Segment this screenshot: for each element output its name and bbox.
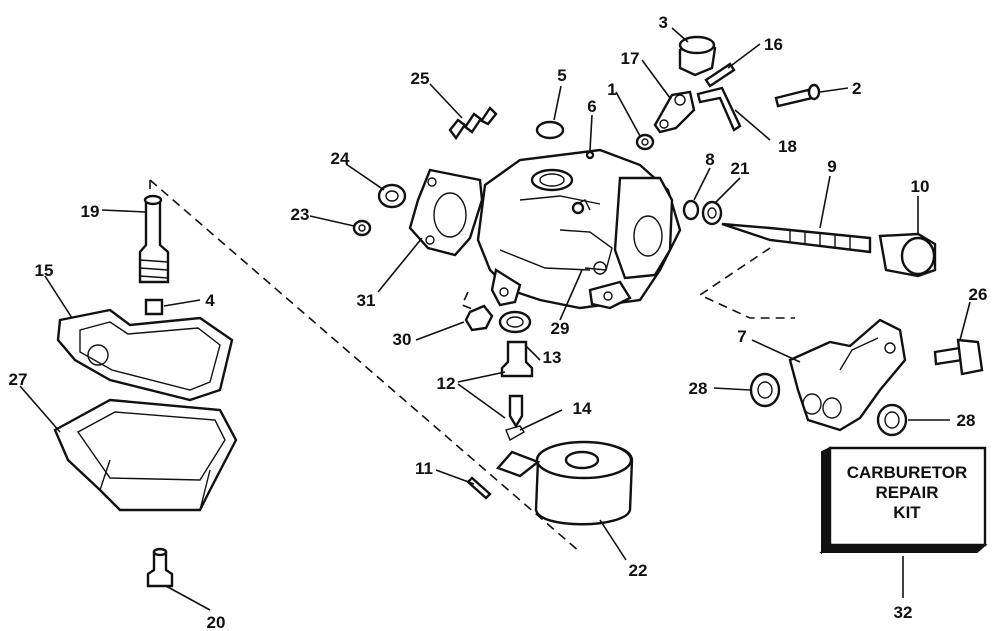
part-20-screw — [146, 547, 174, 588]
callout-28-left: 28 — [689, 379, 708, 398]
part-9-needle — [721, 222, 872, 254]
callout-13: 13 — [543, 348, 562, 367]
callout-22: 22 — [629, 561, 648, 580]
callout-7: 7 — [737, 327, 746, 346]
part-16-pin — [704, 62, 736, 88]
callout-11: 11 — [415, 459, 433, 478]
callout-26: 26 — [969, 285, 988, 304]
part-28-grommet-left — [749, 372, 781, 408]
callout-9: 9 — [827, 157, 836, 176]
callout-17: 17 — [621, 49, 640, 68]
callout-31: 31 — [357, 291, 376, 310]
part-14-clip — [505, 425, 525, 442]
callout-14: 14 — [573, 399, 592, 418]
part-18-link — [696, 86, 742, 132]
part-21-washer — [701, 200, 723, 226]
callout-19: 19 — [81, 202, 100, 221]
callout-29: 29 — [551, 319, 570, 338]
callout-2: 2 — [852, 79, 861, 98]
dashed-guide-lines — [149, 179, 795, 553]
callout-16: 16 — [764, 35, 783, 54]
callout-32: 32 — [894, 603, 913, 622]
part-10-nut — [878, 232, 937, 278]
carburetor-body — [476, 148, 682, 310]
callout-6: 6 — [587, 97, 596, 116]
part-25-spring — [448, 106, 498, 141]
callout-30: 30 — [393, 330, 412, 349]
part-3-knob — [678, 35, 717, 77]
callout-12: 12 — [437, 374, 456, 393]
kit-label-line2: REPAIR — [876, 483, 939, 502]
part-2-screw — [774, 83, 821, 108]
callout-20: 20 — [207, 613, 226, 631]
callout-21: 21 — [731, 159, 750, 178]
callout-15: 15 — [35, 261, 54, 280]
part-1-washer — [635, 133, 655, 151]
kit-label-line1: CARBURETOR — [847, 463, 968, 482]
part-5-plug — [535, 120, 565, 140]
callout-5: 5 — [557, 66, 566, 85]
part-19-screw — [138, 194, 170, 284]
callout-28-right: 28 — [957, 411, 976, 430]
callout-25: 25 — [411, 69, 430, 88]
part-13-seal — [498, 310, 532, 334]
repair-kit-box: CARBURETOR REPAIR KIT — [819, 446, 988, 555]
part-17-lever — [653, 90, 696, 134]
part-4-nut — [144, 298, 164, 316]
part-7-bracket — [788, 318, 907, 432]
part-23-washer — [352, 219, 372, 237]
kit-label-line3: KIT — [893, 503, 921, 522]
callout-10: 10 — [911, 177, 930, 196]
part-24-washer — [377, 183, 407, 209]
part-15-gasket — [56, 308, 234, 402]
callout-1: 1 — [607, 80, 616, 99]
callout-3: 3 — [659, 13, 668, 32]
callout-labels: 3 16 17 1 2 18 5 6 25 24 23 8 21 9 10 19… — [9, 13, 988, 631]
part-27-float-bowl — [53, 398, 238, 512]
leader-lines — [19, 27, 971, 611]
callout-27: 27 — [9, 370, 28, 389]
callout-23: 23 — [291, 205, 310, 224]
part-30-nut — [464, 304, 494, 332]
callout-8: 8 — [705, 150, 714, 169]
callout-4: 4 — [205, 291, 215, 310]
part-12-seat-and-needle — [500, 340, 534, 429]
callout-24: 24 — [331, 149, 350, 168]
part-6-ball — [585, 150, 595, 160]
callout-18: 18 — [778, 137, 797, 156]
part-28-grommet-right — [876, 403, 908, 437]
part-31-gasket — [408, 168, 484, 257]
part-11-pin — [466, 476, 492, 500]
part-26-bolt — [933, 338, 984, 376]
part-22-float — [495, 440, 634, 526]
part-8-washer — [682, 199, 700, 221]
